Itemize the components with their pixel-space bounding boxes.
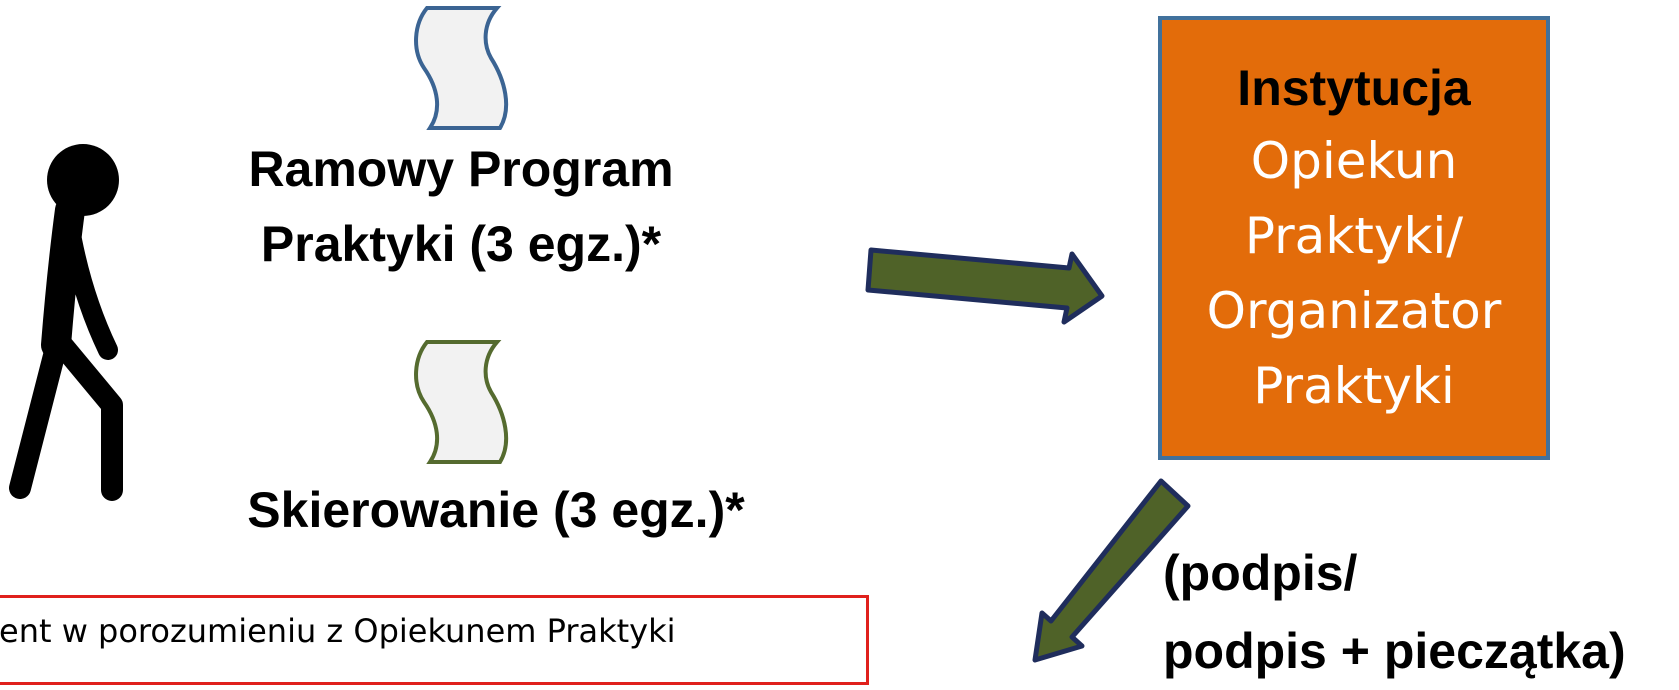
- document-label-line: Ramowy Program: [248, 141, 674, 197]
- institution-box: Instytucja Opiekun Praktyki/ Organizator…: [1158, 16, 1550, 460]
- scroll-icon: [414, 6, 509, 130]
- signature-note: (podpis/ podpis + pieczątka): [1163, 534, 1626, 690]
- signature-note-line: podpis + pieczątka): [1163, 623, 1626, 679]
- institution-role-line: Praktyki/: [1244, 207, 1464, 265]
- walking-person-icon: [9, 144, 123, 501]
- arrow-right-icon: [865, 247, 1105, 325]
- signature-note-line: (podpis/: [1163, 545, 1358, 601]
- document-label-referral: Skierowanie (3 egz.)*: [210, 473, 782, 548]
- diagram-canvas: [9, 6, 1191, 663]
- institution-role-line: Organizator: [1206, 282, 1502, 340]
- institution-role-line: Praktyki: [1253, 357, 1455, 415]
- document-label-program: Ramowy Program Praktyki (3 egz.)*: [210, 132, 712, 282]
- institution-roles: Opiekun Praktyki/ Organizator Praktyki: [1162, 124, 1546, 424]
- document-label-line: Praktyki (3 egz.)*: [260, 216, 662, 272]
- document-label-line: Skierowanie (3 egz.)*: [247, 482, 745, 538]
- institution-title: Instytucja: [1237, 60, 1471, 116]
- institution-role-line: Opiekun: [1250, 132, 1458, 190]
- footnote-text: ent w porozumieniu z Opiekunem Praktyki: [0, 612, 676, 650]
- arrow-down-left-icon: [1032, 478, 1191, 663]
- scroll-icon: [414, 340, 509, 464]
